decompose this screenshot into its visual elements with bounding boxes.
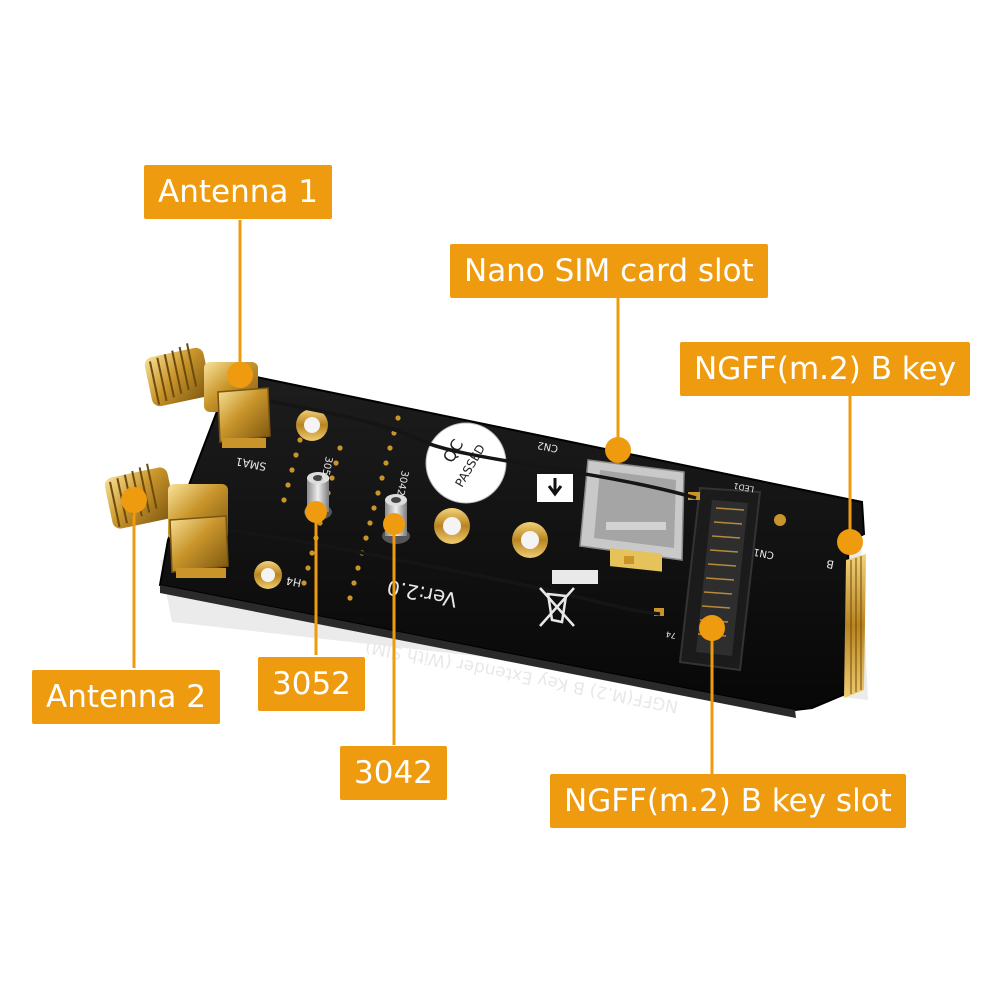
silkscreen-cn2: CN2: [537, 439, 560, 454]
callout-ngff-b-key-slot: NGFF(m.2) B key slot: [550, 774, 906, 828]
antenna-cables: [227, 396, 697, 616]
callout-antenna-2: Antenna 2: [32, 670, 220, 724]
nano-sim-slot: [579, 459, 685, 572]
silkscreen-3042: 3042: [394, 469, 410, 496]
weee-symbol: [539, 587, 575, 627]
sma-connector-1: [144, 343, 271, 448]
smd-component: [624, 556, 634, 564]
sma-connector-2: [104, 463, 229, 578]
silkscreen-led1: LED1: [733, 481, 755, 494]
callout-3042: 3042: [340, 746, 447, 800]
callout-antenna-1: Antenna 1: [144, 165, 332, 219]
silkscreen-h4: H4: [285, 574, 302, 590]
silkscreen-cn1: CN1: [753, 546, 776, 561]
edge-connector-fingers: [844, 554, 866, 698]
silkscreen-sma1: SMA1: [235, 454, 268, 473]
arrow-marker: [537, 474, 573, 502]
silkscreen-3052: 3052: [318, 455, 334, 482]
smd-component: [654, 608, 664, 616]
silkscreen-b: B: [825, 557, 835, 571]
callout-leader-lines: [121, 220, 863, 776]
smd-component: [552, 570, 598, 584]
silkscreen-pin74: 74: [665, 629, 677, 640]
qc-passed-sticker: QC PASSED: [425, 422, 507, 504]
callout-ngff-b-key: NGFF(m.2) B key: [680, 342, 971, 396]
mounting-holes: [254, 409, 786, 589]
callout-3052: 3052: [258, 657, 365, 711]
callout-nano-sim-slot: Nano SIM card slot: [450, 244, 768, 298]
